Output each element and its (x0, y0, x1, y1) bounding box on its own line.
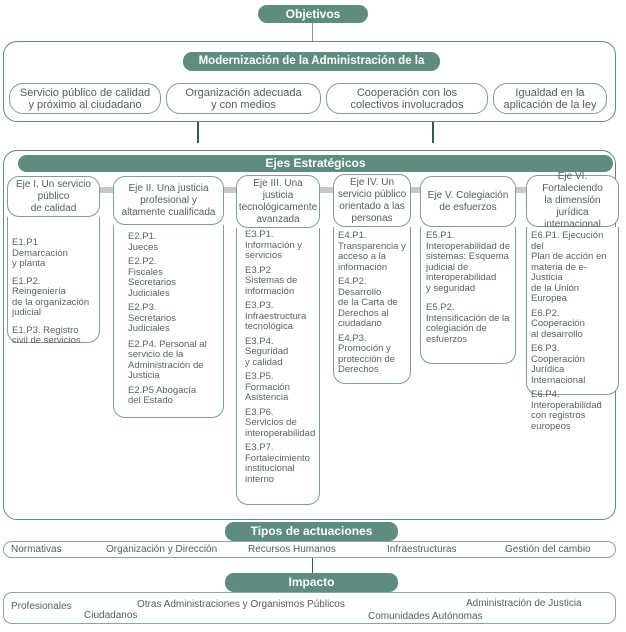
objetivos-panel (3, 41, 616, 122)
axis-3-title: Eje III. Una justicia tecnológicamente a… (236, 175, 320, 228)
tipo-infraestructuras: Infraestructuras (387, 544, 457, 555)
axis-2-item-2: E2.P2. Fiscales Secretarios Judiciales (128, 256, 177, 299)
axis-6-title: Eje VI. Fortaleciendo la dimensión juríd… (526, 171, 619, 230)
axis-5-item-2: E5.P2. Intensificación de la colegiación… (426, 302, 510, 345)
axis-3-item-4: E3.P4. Seguridad y calidad (245, 335, 289, 368)
axis-2-item-3: E2.P3. Secretarios Judiciales (128, 302, 177, 334)
objetivo-item-2: Organización adecuada y con medios (166, 83, 321, 114)
axis-2-item-4: E2.P4. Personal al servicio de la Admini… (128, 338, 207, 381)
objetivos-title: Objetivos (258, 5, 368, 23)
axis-3-item-6: E3.P6. Servicios de interoperabilidad (245, 406, 316, 439)
axis-1-item-3: E1.P3. Registro civil de servicios (12, 324, 81, 346)
axis-5-title: Eje V. Colegiación de esfuerzos (420, 176, 516, 227)
axis-4-item-3: E4.P3. Promoción y protección de Derecho… (338, 332, 396, 375)
tipo-normativas: Normativas (11, 544, 62, 555)
impacto-comunidades: Comunidades Autónomas (368, 611, 483, 622)
axis-3-item-3: E3.P3. Infraestructura tecnológica (245, 300, 307, 332)
axis-2-title: Eje II. Una justicia profesional y altam… (113, 176, 224, 225)
axis-1-title: Eje I. Un servicio público de calidad (7, 176, 100, 217)
impacto-profesionales: Profesionales (11, 601, 72, 612)
connector-line (312, 23, 313, 42)
arrow-line-left (197, 122, 199, 143)
axis-5-body: E5.P1. Interoperabilidad de sistemas: Es… (420, 227, 516, 364)
axis-3-item-1: E3.P1. Información y servicios (245, 229, 303, 261)
arrow-line-bottom (312, 558, 313, 573)
tipo-gestion-cambio: Gestión del cambio (505, 544, 591, 555)
objetivos-heading: Modernización de la Administración de la… (183, 52, 440, 85)
axis-3-item-7: E3.P7. Fortalecimiento institucional int… (245, 442, 310, 485)
axis-6-item-4: E6.P4. Interoperabilidad con registros e… (531, 389, 602, 432)
arrow-line-right (432, 122, 434, 143)
axis-6-item-3: E6.P3. Cooperación Jurídica Internaciona… (531, 343, 586, 386)
axis-1-item-1: E1.P1 Demarcación y planta (12, 237, 68, 269)
axis-4-item-2: E4.P2. Desarrollo de la Carta de Derecho… (338, 276, 398, 329)
axis-3-item-5: E3.P5. Formación Asistencia (245, 371, 290, 403)
axis-5-item-1: E5.P1. Interoperabilidad de sistemas: Es… (426, 230, 510, 294)
objetivo-item-4: Igualdad en la aplicación de la ley (493, 83, 607, 114)
axis-3-item-2: E3.P2 Sistemas de información (245, 264, 298, 297)
tipos-title: Tipos de actuaciones (225, 522, 398, 541)
objetivo-item-1: Servicio público de calidad y próximo al… (9, 83, 161, 114)
ejes-title: Ejes Estratégicos (18, 155, 613, 172)
axis-4-title: Eje IV. Un servicio público orientado a … (333, 174, 411, 227)
axis-2-body: E2.P1. Jueces E2.P2. Fiscales Secretario… (113, 225, 224, 418)
tipos-row (3, 541, 616, 558)
axis-2-item-1: E2.P1. Jueces (128, 231, 159, 253)
axis-1-body: E1.P1 Demarcación y planta E1.P2. Reinge… (7, 217, 100, 346)
axis-1-item-2: E1.P2. Reingeniería de la organización j… (12, 275, 90, 318)
impacto-row (3, 592, 616, 624)
axis-3-body: E3.P1. Información y servicios E3.P2 Sis… (236, 228, 320, 505)
axis-6-item-1: E6.P1. Ejecución del Plan de acción en m… (531, 230, 607, 304)
axis-4-body: E4.P1. Transparencia y acceso a la infor… (333, 227, 411, 384)
axis-2-item-5: E2.P5 Abogacía del Estado (128, 384, 197, 406)
tipo-organizacion: Organización y Dirección (106, 544, 218, 555)
axis-4-item-1: E4.P1. Transparencia y acceso a la infor… (338, 230, 406, 273)
impacto-administracion-justicia: Administración de Justicia (466, 598, 582, 609)
impacto-title: Impacto (225, 573, 398, 592)
axis-6-item-2: E6.P2. Cooperación al desarrollo (531, 307, 585, 340)
objetivo-item-3: Cooperación con los colectivos involucra… (326, 83, 488, 114)
tipo-recursos-humanos: Recursos Humanos (248, 544, 336, 555)
impacto-ciudadanos: Ciudadanos (84, 610, 138, 621)
axis-6-body: E6.P1. Ejecución del Plan de acción en m… (526, 227, 619, 431)
impacto-otras-administraciones: Otras Administraciones y Organismos Públ… (137, 599, 345, 610)
